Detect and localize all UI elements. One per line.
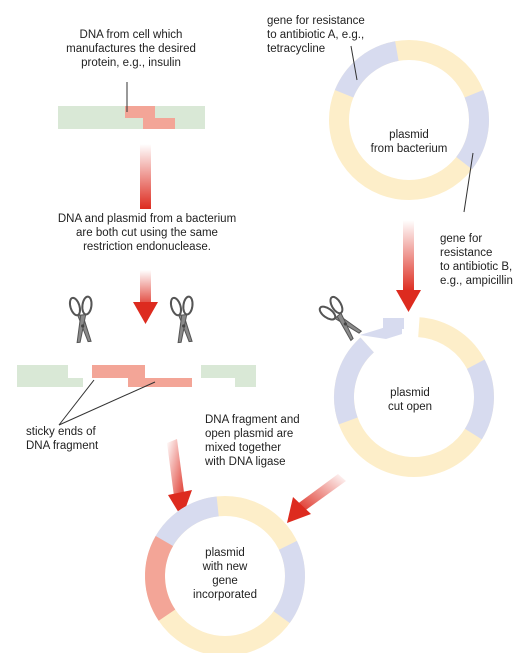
plasmid-cut-open-label: plasmid cut open [387, 387, 433, 413]
red-arrow [167, 439, 192, 518]
scissors-icon [167, 294, 199, 344]
plasmid-new-gene-label: plasmid with new gene incorporated [193, 547, 257, 601]
donor-dna-strand [58, 82, 205, 129]
scissors-icon [315, 292, 367, 346]
donor-dna-label: DNA from cell which manufactures the des… [66, 29, 196, 69]
recombinant-plasmid [145, 496, 305, 653]
cut-step-label: DNA and plasmid from a bacterium are bot… [57, 213, 237, 253]
gene-b-label: gene for resistance to antibiotic B, e.g… [440, 233, 513, 287]
plasmid-from-bacterium-label: plasmid from bacterium [370, 129, 448, 155]
scissors-icon [66, 294, 98, 344]
red-arrow [287, 474, 346, 523]
plasmid-cut-open [334, 317, 494, 477]
cut-dna-fragments [17, 365, 256, 426]
arrow-shaft [140, 144, 151, 209]
red-arrow [133, 270, 158, 324]
gene-a-label: gene for resistance to antibiotic A, e.g… [267, 15, 365, 55]
plasmid-from-bacterium [329, 40, 489, 213]
red-arrow [396, 220, 421, 312]
sticky-ends-label: sticky ends of DNA fragment [26, 426, 99, 452]
mix-step-label: DNA fragment and open plasmid are mixed … [205, 414, 300, 468]
